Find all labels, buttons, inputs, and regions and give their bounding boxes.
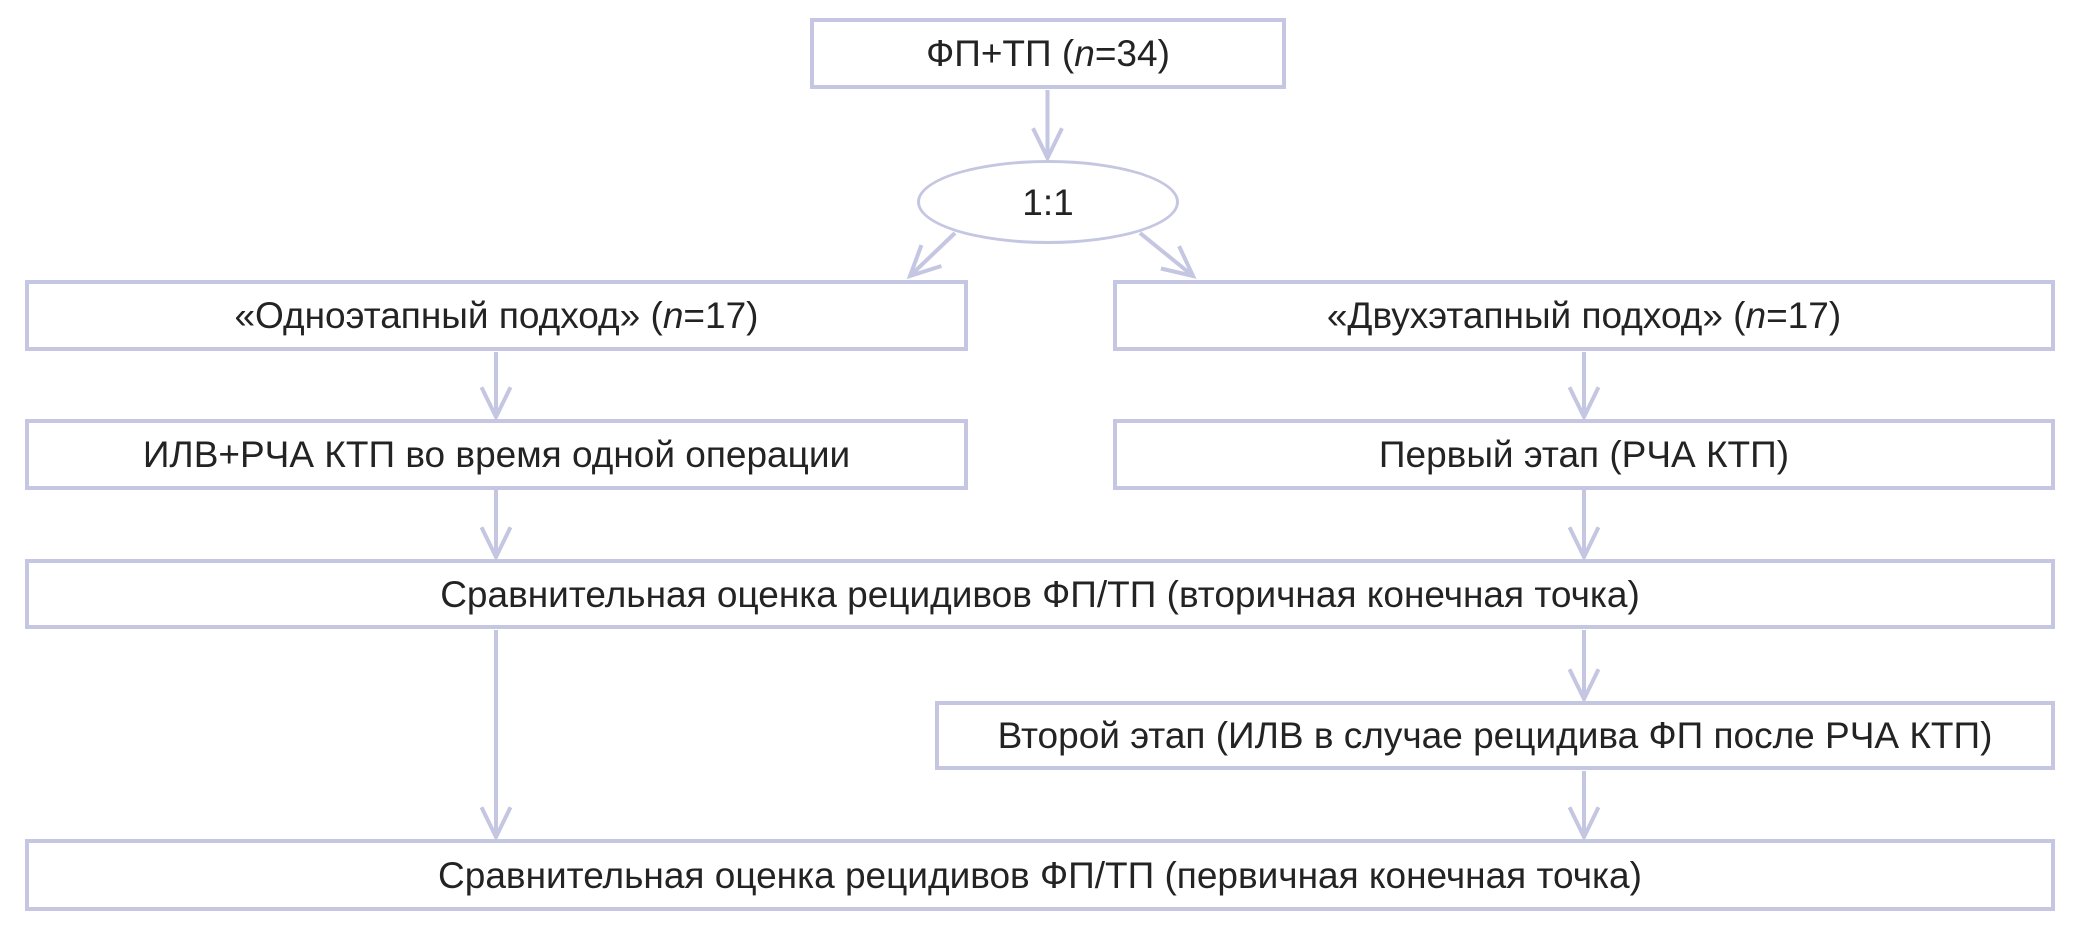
node-two-stage-approach-label: «Двухэтапный подход» (n=17): [1326, 295, 1842, 336]
node-primary-endpoint: Сравнительная оценка рецидивов ФП/ТП (пе…: [25, 839, 2055, 911]
node-ilv-rfa-single-operation: ИЛВ+РЧА КТП во время одной операции: [25, 419, 968, 490]
arrow-second-stage-to-primary-endpoint: [1567, 771, 1601, 842]
arrow-ratio-to-one-stage: [906, 231, 957, 280]
node-ilv-rfa-single-operation-label: ИЛВ+РЧА КТП во время одной операции: [142, 434, 851, 475]
node-fp-tp-total-label: ФП+ТП (n=34): [926, 33, 1170, 74]
node-randomization-ratio: 1:1: [917, 160, 1179, 244]
arrow-total-to-ratio: [1031, 90, 1064, 163]
node-second-stage: Второй этап (ИЛВ в случае рецидива ФП по…: [935, 701, 2055, 770]
node-first-stage-label: Первый этап (РЧА КТП): [1378, 434, 1790, 475]
arrow-secondary-to-primary-endpoint: [479, 630, 513, 842]
node-one-stage-approach-label: «Одноэтапный подход» (n=17): [234, 295, 759, 336]
arrow-first-stage-to-secondary-endpoint: [1567, 490, 1601, 562]
node-first-stage: Первый этап (РЧА КТП): [1113, 419, 2055, 490]
node-one-stage-approach: «Одноэтапный подход» (n=17): [25, 280, 968, 351]
node-secondary-endpoint-label: Сравнительная оценка рецидивов ФП/ТП (вт…: [440, 573, 1640, 615]
arrow-ilv-to-secondary-endpoint: [479, 490, 513, 562]
node-secondary-endpoint: Сравнительная оценка рецидивов ФП/ТП (вт…: [25, 559, 2055, 629]
node-primary-endpoint-label: Сравнительная оценка рецидивов ФП/ТП (пе…: [438, 854, 1642, 896]
arrow-ratio-to-two-stage: [1138, 231, 1197, 279]
node-two-stage-approach: «Двухэтапный подход» (n=17): [1113, 280, 2055, 351]
arrow-one-stage-to-ilv: [479, 352, 513, 422]
arrow-two-stage-to-first-stage: [1567, 352, 1601, 422]
node-fp-tp-total: ФП+ТП (n=34): [810, 18, 1286, 89]
arrow-secondary-to-second-stage: [1567, 630, 1601, 704]
node-randomization-ratio-label: 1:1: [1022, 181, 1074, 223]
node-second-stage-label: Второй этап (ИЛВ в случае рецидива ФП по…: [997, 715, 1993, 756]
